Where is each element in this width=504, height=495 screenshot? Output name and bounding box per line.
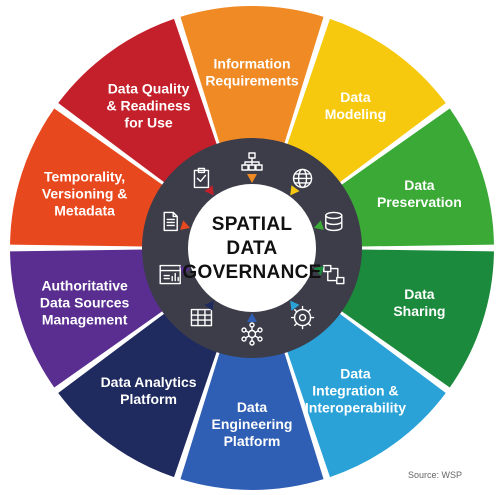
segment-label-line: Platform — [120, 391, 177, 407]
pointer-arrow — [204, 300, 214, 311]
segment-label-line: Modeling — [325, 106, 386, 122]
segment-label-line: Data Quality — [108, 81, 190, 97]
segment-wedge — [180, 351, 324, 490]
clipboard-check-icon — [193, 167, 210, 189]
segment-wedge — [180, 6, 324, 145]
segment-wedge — [58, 312, 218, 478]
server-grid-icon — [190, 308, 213, 327]
hierarchy-icon — [241, 152, 263, 171]
pointer-arrow — [180, 220, 191, 230]
segment-label-line: Management — [42, 311, 128, 327]
segment-wedge — [340, 108, 494, 247]
database-icon — [325, 211, 343, 232]
segment-label-line: Preservation — [377, 194, 462, 210]
segment-label-line: Data — [404, 177, 435, 193]
dashboard-icon — [159, 264, 181, 285]
segment-label-line: for Use — [124, 115, 172, 131]
segment-label-line: Interoperability — [305, 399, 406, 415]
globe-icon — [292, 168, 313, 189]
document-icon — [163, 211, 178, 232]
segment-label-line: Versioning & — [42, 186, 128, 202]
pointer-arrow — [290, 300, 300, 311]
segment-label-line: Data — [237, 399, 268, 415]
segment-label-line: Metadata — [54, 203, 115, 219]
center-title-line-3: GOVERNANCE — [182, 262, 321, 283]
segment-label-line: Temporality, — [44, 169, 125, 185]
pointer-arrow — [290, 185, 300, 196]
pointer-arrow — [204, 185, 214, 196]
share-network-icon — [323, 264, 345, 285]
icons-layer — [159, 152, 345, 346]
segment-label: Temporality,Versioning &Metadata — [42, 169, 128, 219]
segment-wedge — [10, 249, 164, 388]
segment-label-line: Requirements — [205, 73, 299, 89]
segment-label-line: Engineering — [212, 416, 293, 432]
segment-label-line: Data Sources — [40, 294, 130, 310]
pointer-arrow — [180, 266, 191, 276]
source-note: Source: WSP — [408, 470, 463, 480]
segment-label-line: Authoritative — [41, 277, 128, 293]
segment-wedge — [286, 18, 446, 184]
segment-wedge — [10, 108, 164, 247]
segment-label-line: & Readiness — [107, 98, 191, 114]
segment-temporality-versioning-metadata: Temporality,Versioning &Metadata — [10, 108, 164, 247]
center-title-line-2: DATA — [226, 238, 277, 259]
segment-label-line: Sharing — [393, 303, 445, 319]
network-hub-icon — [241, 322, 263, 346]
segment-label-line: Information — [214, 56, 291, 72]
segment-wedge — [340, 249, 494, 388]
segment-label-line: Data Analytics — [101, 374, 197, 390]
pointer-arrow — [313, 266, 324, 276]
segment-label-line: Platform — [224, 433, 281, 449]
center-hub — [188, 184, 316, 312]
segment-label-line: Data — [404, 286, 435, 302]
gear-document-icon — [290, 305, 315, 330]
segment-label-line: Integration & — [312, 382, 398, 398]
pointer-arrow — [247, 174, 257, 183]
segment-wedge — [286, 312, 446, 478]
center-title-line-1: SPATIAL — [212, 214, 293, 235]
pointer-arrow — [247, 313, 257, 322]
segment-wedge — [58, 18, 218, 184]
pointer-arrow — [313, 220, 324, 230]
segment-label-line: Data — [340, 89, 371, 105]
segment-label-line: Data — [340, 365, 371, 381]
arrows-layer — [180, 174, 324, 322]
